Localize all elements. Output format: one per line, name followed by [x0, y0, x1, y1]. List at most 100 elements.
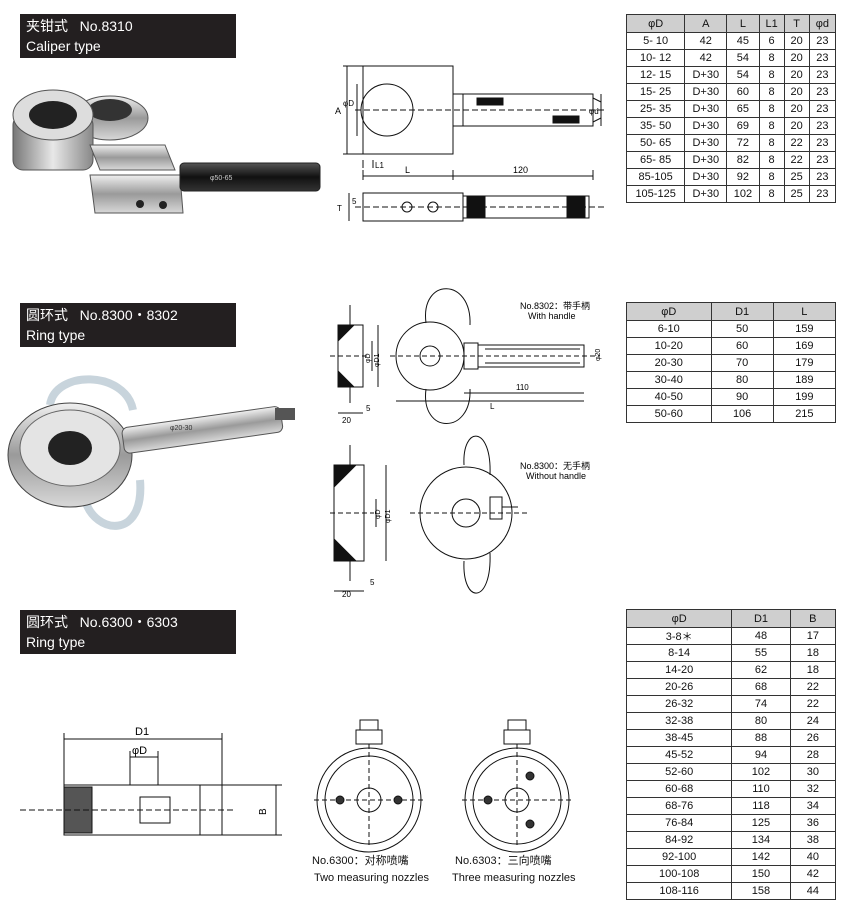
section-header-caliper: 夹钳式 No.8310 Caliper type [20, 14, 236, 58]
table-cell: 23 [808, 66, 837, 84]
table-cell: 85-105 [625, 168, 686, 186]
dim-20: 20 [342, 416, 351, 425]
table-cell: 20 [783, 100, 810, 118]
table-cell: 12- 15 [625, 66, 686, 84]
table-cell: 94 [731, 746, 791, 764]
table-cell: 118 [731, 797, 791, 815]
dim-120: 120 [513, 165, 528, 175]
table-cell: 8 [758, 100, 785, 118]
dim-D1: φD1 [385, 509, 392, 523]
table-cell: 82 [726, 151, 760, 169]
table-cell: 8 [758, 117, 785, 135]
dim-phiD: φD [132, 745, 147, 757]
caption-6303-en: Three measuring nozzles [452, 872, 576, 884]
table-cell: D+30 [684, 168, 728, 186]
table-cell: D+30 [684, 83, 728, 101]
header-title-en: Ring type [26, 634, 86, 650]
table-cell: 80 [731, 712, 791, 730]
column-header: A [684, 14, 728, 33]
ring-8302-drawing: φD φD1 20 5 110 L φ20 No.8302：带手柄 With h… [330, 288, 602, 425]
table-cell: 35- 50 [625, 117, 686, 135]
column-header: φd [808, 14, 837, 33]
ring-gauge-photo: φ20-30 [7, 375, 295, 530]
table-cell: 23 [808, 32, 837, 50]
table-cell: 30 [789, 763, 837, 781]
table-cell: D+30 [684, 185, 728, 203]
table-cell: 23 [808, 185, 837, 203]
header-title-en: Caliper type [26, 38, 101, 54]
note-8300-en: Without handle [526, 471, 586, 481]
table-cell: 8 [758, 168, 785, 186]
column-header: φD [625, 14, 686, 33]
table-cell: 8 [758, 66, 785, 84]
table-cell: 84-92 [625, 831, 733, 849]
table-cell: 20-26 [625, 678, 733, 696]
table-cell: 125 [731, 814, 791, 832]
dim-20: 20 [342, 590, 351, 599]
table-cell: 50-60 [626, 405, 712, 423]
note-8302-en: With handle [528, 311, 576, 321]
table-cell: 158 [731, 882, 791, 900]
table-cell: 106 [710, 405, 774, 423]
table-cell: 34 [789, 797, 837, 815]
dim-phi20: φ20 [595, 349, 602, 361]
header-model-no: No.8310 [79, 18, 133, 34]
table-cell: 25 [783, 168, 810, 186]
section-header-ring-6300: 圆环式 No.6300・6303 Ring type [20, 610, 236, 654]
dim-110: 110 [516, 383, 529, 392]
table-cell: 38-45 [625, 729, 733, 747]
table-cell: 22 [789, 695, 837, 713]
table-cell: 20 [783, 117, 810, 135]
column-header: B [789, 609, 837, 628]
table-cell: D+30 [684, 117, 728, 135]
table-cell: 28 [789, 746, 837, 764]
table-cell: 8 [758, 49, 785, 67]
table-cell: 36 [789, 814, 837, 832]
dim-L: L [405, 165, 410, 175]
dim-phiD: φD [343, 99, 354, 108]
table-cell: 100-108 [625, 865, 733, 883]
table-cell: 80 [710, 371, 774, 389]
ring-8300-drawing: φD φD1 20 5 No.8300：无手柄 Without handle [330, 435, 590, 599]
dim-L: L [490, 402, 495, 411]
dim-phiD: φD [375, 509, 382, 519]
table-cell: 110 [731, 780, 791, 798]
table-cell: 23 [808, 117, 837, 135]
table-cell: 92-100 [625, 848, 733, 866]
table-cell: 6 [758, 32, 785, 50]
caliper-technical-drawing: A φD L1 L 120 φd T 5 [335, 65, 605, 222]
table-cell: 65- 85 [625, 151, 686, 169]
dim-D1: D1 [135, 726, 149, 738]
table-cell: 55 [731, 644, 791, 662]
table-cell: 38 [789, 831, 837, 849]
caption-6300-cn: No.6300：对称喷嘴 [312, 855, 409, 867]
table-cell: 18 [789, 661, 837, 679]
table-cell: 92 [726, 168, 760, 186]
dim-phid: φd [589, 107, 599, 116]
dim-D1: φD1 [374, 353, 381, 367]
column-header: D1 [731, 609, 791, 628]
table-cell: 23 [808, 134, 837, 152]
caption-6303-cn: No.6303：三向喷嘴 [455, 855, 552, 867]
